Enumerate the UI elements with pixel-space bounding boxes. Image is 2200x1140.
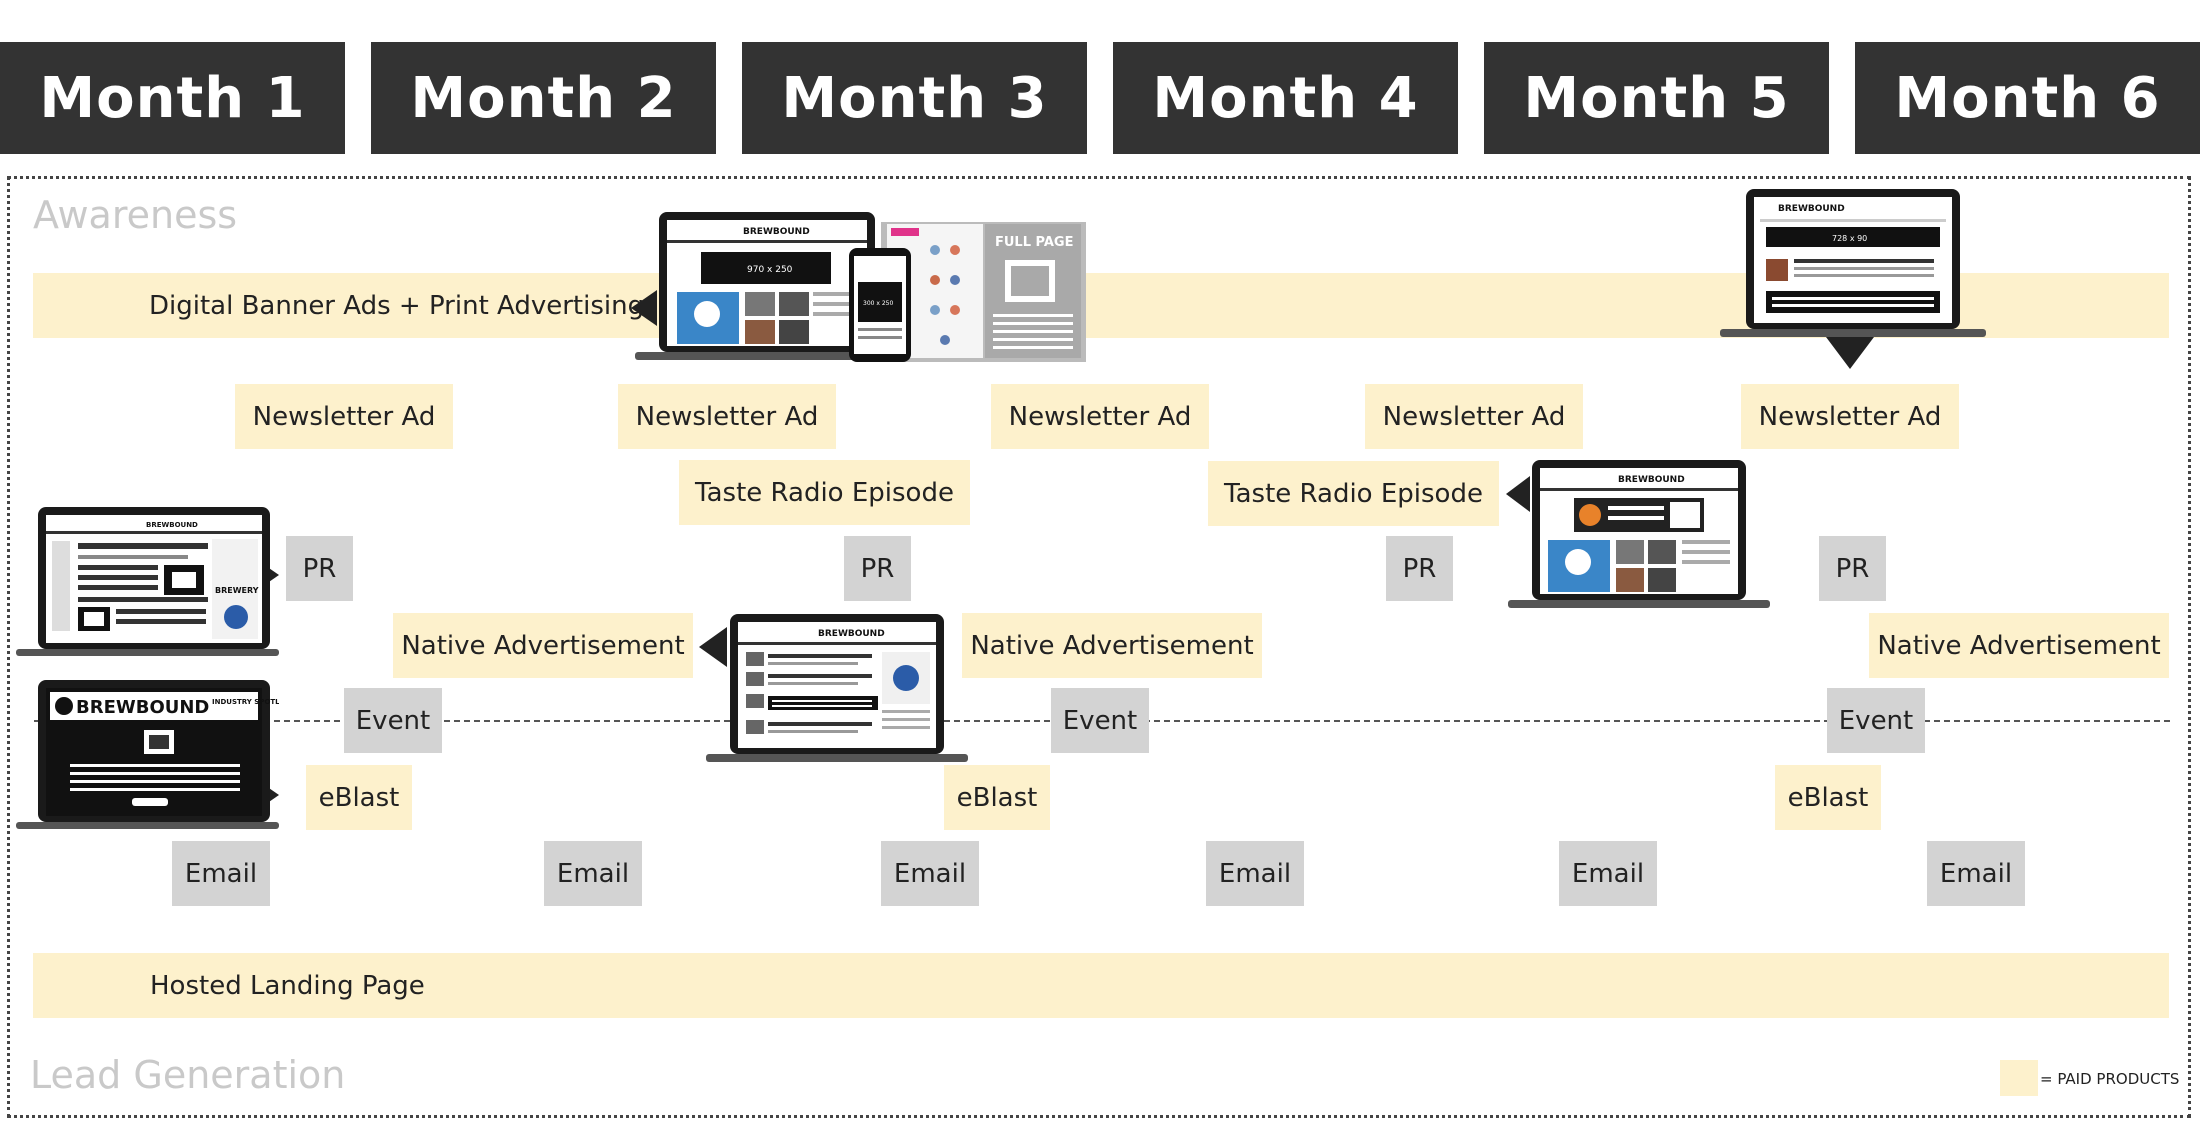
email-month-6: Email bbox=[1927, 841, 2025, 906]
newsletter-laptop-brand: BREWBOUND bbox=[1778, 204, 1845, 214]
laptop-eblast-brand: BREWBOUND bbox=[76, 697, 209, 718]
pr-month-6: PR bbox=[1819, 536, 1886, 601]
event-month-1: Event bbox=[344, 688, 442, 753]
laptop-native-ad-mockup: BREWBOUND bbox=[706, 614, 968, 762]
native-pointer-arrow bbox=[699, 627, 727, 667]
month-2-header: Month 2 bbox=[371, 42, 716, 154]
newsletter-ad-month-5: Newsletter Ad bbox=[1741, 384, 1959, 449]
eblast-month-1: eBlast bbox=[306, 765, 412, 830]
banner-print-mockup: FULL PAGE BREWBOUND 970 x 250 300 x 250 bbox=[635, 212, 1086, 362]
event-month-6: Event bbox=[1827, 688, 1925, 753]
taste-radio-pointer-arrow bbox=[1506, 476, 1530, 512]
event-month-3: Event bbox=[1051, 688, 1149, 753]
month-5-header: Month 5 bbox=[1484, 42, 1829, 154]
banner-300-label: 300 x 250 bbox=[863, 300, 893, 307]
email-month-1: Email bbox=[172, 841, 270, 906]
email-month-2: Email bbox=[544, 841, 642, 906]
laptop-eblast-spotlight: INDUSTRY SPOTLIGHT bbox=[212, 698, 279, 706]
month-3-header: Month 3 bbox=[742, 42, 1087, 154]
banner-laptop-brand: BREWBOUND bbox=[743, 227, 810, 237]
native-laptop-brand: BREWBOUND bbox=[818, 629, 885, 639]
taste-radio-month-4: Taste Radio Episode bbox=[1208, 461, 1499, 526]
newsletter-ad-month-1: Newsletter Ad bbox=[235, 384, 453, 449]
eblast-month-6: eBlast bbox=[1775, 765, 1881, 830]
laptop-pr-article-mockup: BREWBOUND BREWERY bbox=[16, 507, 279, 656]
newsletter-pointer-arrow bbox=[1826, 337, 1874, 369]
legend-paid-swatch bbox=[2000, 1060, 2038, 1096]
legend-paid-text: = PAID PRODUCTS bbox=[2040, 1070, 2180, 1088]
banner-728-label: 728 x 90 bbox=[1832, 234, 1867, 243]
newsletter-ad-month-2: Newsletter Ad bbox=[618, 384, 836, 449]
laptop-pr-brewery-text: BREWERY bbox=[215, 586, 259, 595]
taste-radio-laptop-brand: BREWBOUND bbox=[1618, 475, 1685, 485]
native-ad-month-2: Native Advertisement bbox=[393, 613, 693, 678]
landing-page-label: Hosted Landing Page bbox=[150, 971, 425, 1001]
taste-radio-month-2: Taste Radio Episode bbox=[679, 460, 970, 525]
stage-awareness-label: Awareness bbox=[33, 193, 238, 237]
email-month-5: Email bbox=[1559, 841, 1657, 906]
email-month-4: Email bbox=[1206, 841, 1304, 906]
laptop-pr-brand: BREWBOUND bbox=[146, 521, 198, 529]
laptop-taste-radio-mockup: BREWBOUND bbox=[1508, 460, 1770, 608]
timeline-frame bbox=[7, 176, 2191, 1118]
month-1-header: Month 1 bbox=[0, 42, 345, 154]
month-6-header: Month 6 bbox=[1855, 42, 2200, 154]
pr-month-3: PR bbox=[844, 536, 911, 601]
landing-page-band bbox=[33, 953, 2169, 1018]
native-ad-month-3: Native Advertisement bbox=[962, 613, 1262, 678]
eblast-month-3: eBlast bbox=[944, 765, 1050, 830]
laptop-eblast-mockup: BREWBOUND INDUSTRY SPOTLIGHT bbox=[16, 680, 279, 829]
banner-pointer-arrow bbox=[631, 290, 657, 326]
stage-lead-generation-label: Lead Generation bbox=[30, 1053, 346, 1097]
magazine-full-page-text: FULL PAGE bbox=[995, 235, 1073, 250]
banner-print-label: Digital Banner Ads + Print Advertising bbox=[149, 291, 645, 321]
newsletter-ad-month-3: Newsletter Ad bbox=[991, 384, 1209, 449]
pr-month-4: PR bbox=[1386, 536, 1453, 601]
native-ad-month-6: Native Advertisement bbox=[1869, 613, 2169, 678]
banner-970-label: 970 x 250 bbox=[747, 265, 793, 275]
newsletter-ad-month-4: Newsletter Ad bbox=[1365, 384, 1583, 449]
laptop-newsletter-mockup: BREWBOUND 728 x 90 bbox=[1720, 189, 1986, 337]
month-4-header: Month 4 bbox=[1113, 42, 1458, 154]
pr-month-1: PR bbox=[286, 536, 353, 601]
email-month-3: Email bbox=[881, 841, 979, 906]
